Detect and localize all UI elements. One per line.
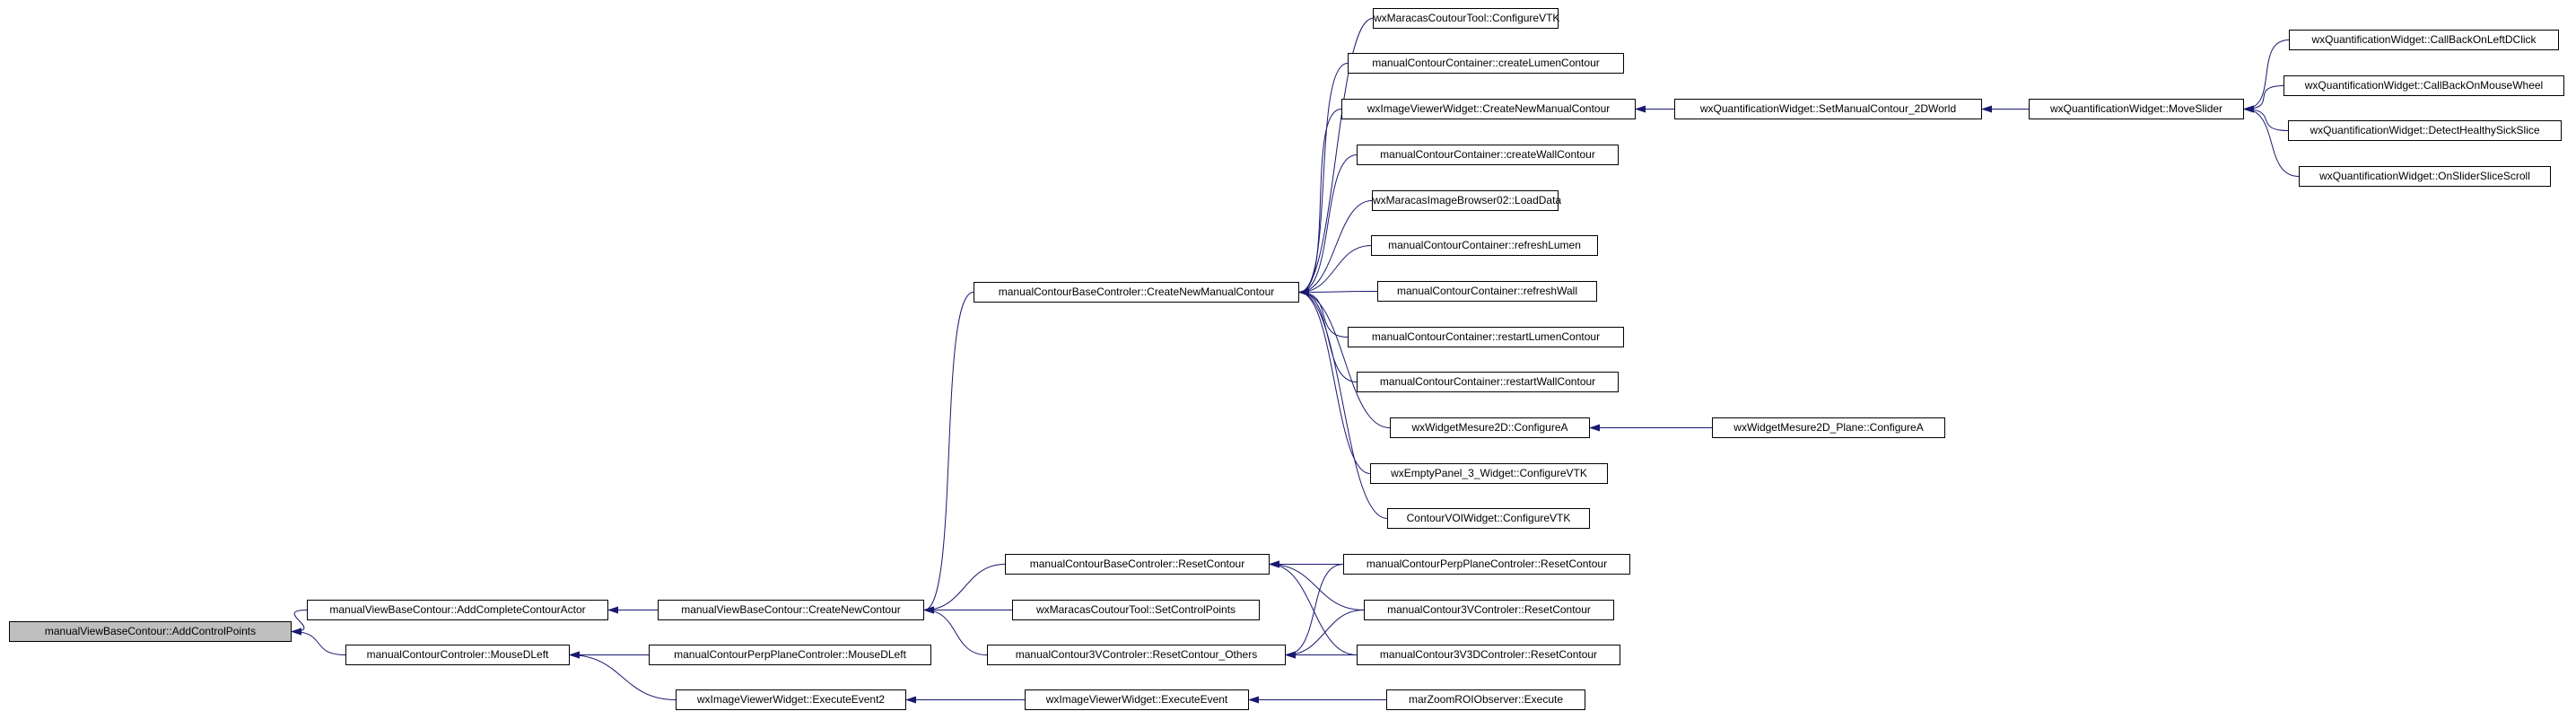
call-edge [1298,154,1358,296]
call-edge [291,628,346,655]
caller-node[interactable]: manualViewBaseContour::CreateNewContour [658,600,924,620]
caller-node[interactable]: manualContourControler::MouseDLeft [345,645,570,665]
caller-node[interactable]: wxMaracasImageBrowser02::LoadData [1372,190,1561,211]
call-edge [1269,560,1365,610]
caller-node[interactable]: manualContourBaseControler::ResetContour [1005,554,1270,575]
call-edge [1298,288,1378,296]
caller-node[interactable]: wxWidgetMesure2D_Plane::ConfigureA [1712,417,1945,438]
call-edge [923,606,988,655]
caller-node[interactable]: wxMaracasCoutourTool::SetControlPoints [1012,600,1260,620]
call-edge [1298,63,1349,296]
caller-node[interactable]: manualViewBaseContour::AddCompleteContou… [307,600,608,620]
call-edge [1298,288,1391,428]
call-edge [1269,560,1358,655]
caller-node[interactable]: wxQuantificationWidget::MoveSlider [2029,99,2244,119]
caller-node[interactable]: wxQuantificationWidget::SetManualContour… [1674,99,1982,119]
caller-node[interactable]: manualContour3VControler::ResetContour [1364,600,1614,620]
call-edge [923,564,1006,614]
call-edge [1298,200,1373,296]
call-edge [1285,610,1365,659]
caller-node[interactable]: wxImageViewerWidget::CreateNewManualCont… [1341,99,1636,119]
call-edge [1298,288,1388,519]
call-edge [1298,288,1371,474]
caller-node[interactable]: wxEmptyPanel_3_Widget::ConfigureVTK [1370,463,1608,484]
caller-node[interactable]: manualContourContainer::refreshWall [1377,281,1597,302]
call-edge [2243,105,2300,177]
caller-node[interactable]: wxQuantificationWidget::CallBackOnMouseW… [2283,75,2564,96]
call-edge [1298,109,1342,296]
edges-layer [291,18,2300,704]
call-edge [569,651,677,700]
caller-node[interactable]: manualContour3VControler::ResetContour_O… [987,645,1286,665]
caller-node[interactable]: manualContourContainer::refreshLumen [1371,235,1598,256]
call-edge [291,610,308,636]
call-edge [2243,40,2290,113]
caller-node[interactable]: manualContourContainer::restartWallConto… [1357,372,1619,392]
caller-node[interactable]: ContourVOIWidget::ConfigureVTK [1387,508,1590,529]
caller-node[interactable]: wxWidgetMesure2D::ConfigureA [1390,417,1590,438]
caller-node[interactable]: wxImageViewerWidget::ExecuteEvent2 [676,689,906,710]
caller-node[interactable]: manualContourPerpPlaneControler::MouseDL… [649,645,931,665]
caller-node[interactable]: marZoomROIObserver::Execute [1386,689,1585,710]
caller-node[interactable]: manualContour3V3DControler::ResetContour [1357,645,1620,665]
call-edge [1285,564,1344,659]
caller-node[interactable]: manualContourBaseControler::CreateNewMan… [974,282,1299,303]
caller-node[interactable]: wxMaracasCoutourTool::ConfigureVTK [1373,8,1559,29]
caller-node[interactable]: wxQuantificationWidget::OnSliderSliceScr… [2299,166,2551,187]
caller-node[interactable]: manualContourContainer::restartLumenCont… [1348,327,1624,347]
call-edge [923,292,974,614]
root-node: manualViewBaseContour::AddControlPoints [9,621,292,642]
caller-node[interactable]: manualContourContainer::createLumenConto… [1348,53,1624,74]
call-edge [1298,245,1372,296]
caller-node[interactable]: wxImageViewerWidget::ExecuteEvent [1025,689,1249,710]
caller-node[interactable]: wxQuantificationWidget::CallBackOnLeftDC… [2289,30,2559,50]
caller-node[interactable]: wxQuantificationWidget::DetectHealthySic… [2288,120,2562,141]
caller-node[interactable]: manualContourPerpPlaneControler::ResetCo… [1343,554,1630,575]
caller-node[interactable]: manualContourContainer::createWallContou… [1357,145,1619,165]
